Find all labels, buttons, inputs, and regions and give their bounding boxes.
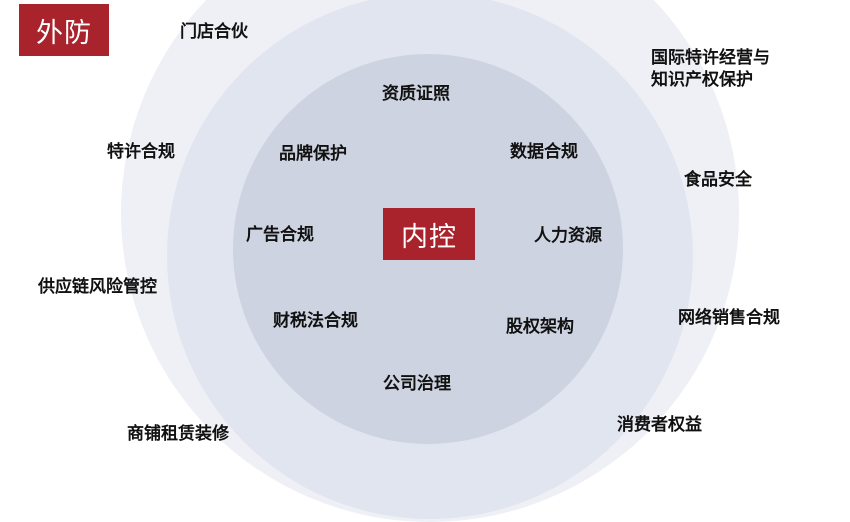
label-commercial-lease: 商铺租赁装修 [127, 424, 229, 444]
label-franchise-compliance: 特许合规 [107, 142, 175, 162]
label-qualification-license: 资质证照 [382, 84, 450, 104]
label-consumer-rights: 消费者权益 [617, 415, 702, 435]
label-brand-protection: 品牌保护 [279, 144, 347, 164]
label-advertising-compliance: 广告合规 [246, 225, 314, 245]
label-human-resources: 人力资源 [534, 226, 602, 246]
inner-control-tag: 内控 [383, 208, 475, 260]
label-online-sales-compliance: 网络销售合规 [678, 308, 780, 328]
label-store-partner: 门店合伙 [180, 22, 248, 42]
label-intl-franchise-line2: 知识产权保护 [651, 70, 753, 90]
label-finance-tax-compliance: 财税法合规 [273, 311, 358, 331]
label-food-safety: 食品安全 [684, 170, 752, 190]
label-corporate-governance: 公司治理 [383, 374, 451, 394]
label-intl-franchise-line1: 国际特许经营与 [651, 48, 770, 68]
label-data-compliance: 数据合规 [510, 142, 578, 162]
label-supply-chain-risk: 供应链风险管控 [38, 277, 157, 297]
label-equity-structure: 股权架构 [506, 317, 574, 337]
outer-defense-tag: 外防 [19, 4, 109, 56]
